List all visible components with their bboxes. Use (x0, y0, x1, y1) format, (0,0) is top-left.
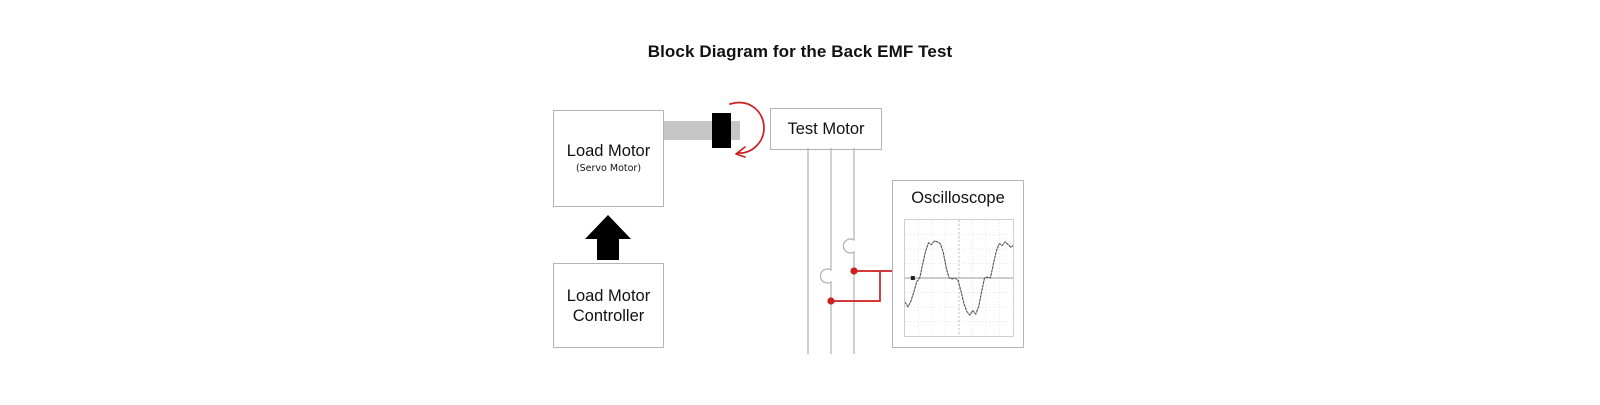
block-load-motor-sublabel: (Servo Motor) (575, 163, 642, 174)
phase-wires (807, 148, 855, 354)
oscilloscope-probe-wires (827, 267, 918, 305)
probe-point-upper (850, 267, 858, 275)
rotation-direction-arrow-icon (729, 101, 765, 158)
block-load-motor-label: Load Motor (566, 142, 651, 160)
power-supply-arrow-icon (585, 215, 631, 260)
block-oscilloscope-label: Oscilloscope (911, 189, 1005, 207)
block-load-motor-controller-line1: Load Motor (566, 286, 651, 305)
oscilloscope-axes (905, 220, 1013, 336)
page-title: Block Diagram for the Back EMF Test (647, 42, 953, 61)
block-load-motor-controller-line2: Controller (572, 306, 645, 325)
shaft-coupling (712, 113, 731, 148)
oscilloscope-waveform (905, 220, 1013, 336)
block-oscilloscope: Oscilloscope (892, 180, 1024, 348)
oscilloscope-screen (904, 219, 1014, 337)
block-load-motor: Load Motor (Servo Motor) (553, 110, 664, 207)
block-test-motor: Test Motor (770, 108, 882, 150)
oscilloscope-cursor-markers (910, 276, 915, 280)
oscilloscope-trace (905, 240, 1013, 316)
block-test-motor-label: Test Motor (787, 119, 865, 138)
block-load-motor-controller: Load Motor Controller (553, 263, 664, 348)
probe-point-lower (827, 297, 835, 305)
